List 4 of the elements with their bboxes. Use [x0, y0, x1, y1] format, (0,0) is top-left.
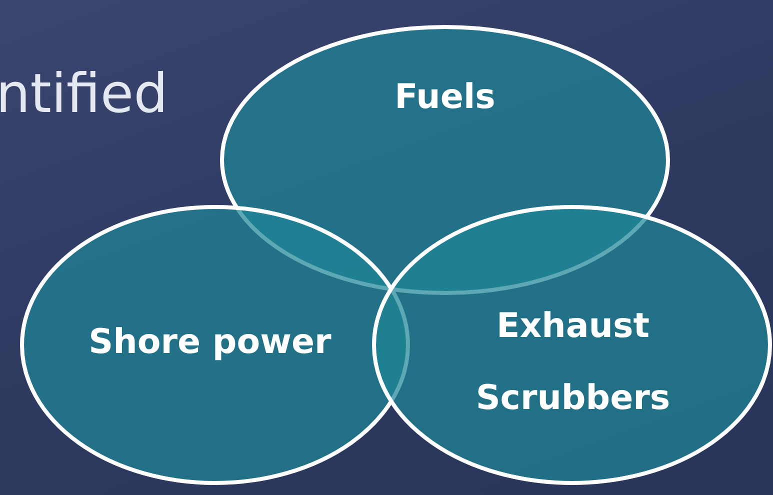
venn-label: Fuels	[394, 76, 496, 119]
slide-title: ntified	[0, 62, 168, 125]
venn-label: Shore power	[88, 321, 332, 364]
venn-label: Exhaust Scrubbers	[474, 305, 672, 420]
